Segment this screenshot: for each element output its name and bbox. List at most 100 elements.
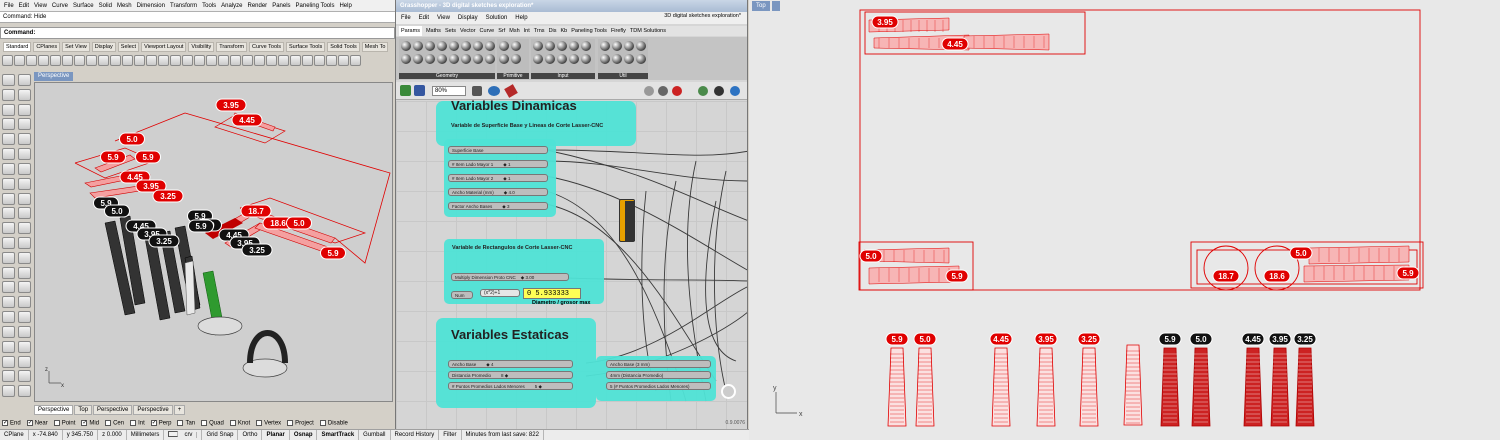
output-param[interactable]: 4mm (Distancia Promedio)	[606, 371, 711, 379]
checkbox[interactable]	[319, 419, 326, 426]
osnap-toggle[interactable]: Osnap	[290, 430, 318, 440]
component-icon[interactable]	[473, 54, 483, 64]
navigation-compass-icon[interactable]	[721, 384, 736, 399]
tool-icon[interactable]	[2, 162, 15, 175]
gh-tab-maths[interactable]: Maths	[425, 28, 441, 34]
display-icon[interactable]	[714, 86, 724, 96]
component-icon[interactable]	[557, 54, 567, 64]
osnap-point[interactable]: Point	[53, 419, 75, 426]
tool-icon[interactable]	[110, 55, 121, 66]
component-icon[interactable]	[413, 41, 423, 51]
group-variables-dinamicas-header[interactable]	[436, 101, 636, 146]
tool-icon[interactable]	[314, 55, 325, 66]
tool-icon[interactable]	[18, 251, 31, 264]
checkbox[interactable]: ✓	[150, 419, 157, 426]
tool-icon[interactable]	[134, 55, 145, 66]
gh-tab-srf[interactable]: Srf	[498, 28, 506, 34]
tool-icon[interactable]	[218, 55, 229, 66]
gh-tab-params[interactable]: Params	[399, 26, 422, 36]
preview-eye-icon[interactable]	[488, 86, 500, 96]
tool-icon[interactable]	[38, 55, 49, 66]
tool-icon[interactable]	[18, 88, 31, 101]
tool-icon[interactable]	[18, 192, 31, 205]
osnap-quad[interactable]: Quad	[201, 419, 224, 426]
viewport-tab-perspective[interactable]: Perspective	[34, 405, 74, 415]
tool-icon[interactable]	[302, 55, 313, 66]
tool-icon[interactable]	[266, 55, 277, 66]
gh-tab-trns[interactable]: Trns	[533, 28, 545, 34]
zoom-extents-icon[interactable]	[472, 86, 482, 96]
menu-file[interactable]: File	[4, 2, 14, 9]
tool-icon[interactable]	[18, 370, 31, 383]
gh-tab-curve[interactable]: Curve	[479, 28, 495, 34]
tool-icon[interactable]	[2, 296, 15, 309]
toolbar-tab-set-view[interactable]: Set View	[62, 42, 90, 52]
gh-menu-view[interactable]: View	[437, 15, 450, 21]
component-icon[interactable]	[545, 54, 555, 64]
menu-mesh[interactable]: Mesh	[116, 2, 132, 9]
component-icon[interactable]	[425, 54, 435, 64]
gh-tab-paneling-tools[interactable]: Paneling Tools	[571, 28, 607, 34]
menu-dimension[interactable]: Dimension	[136, 2, 165, 9]
slider-ancho-material-mm-[interactable]: Ancho Material (mm)◆ 4.0	[448, 188, 548, 196]
slider-ancho-base[interactable]: Ancho Base◆ 4	[448, 360, 573, 368]
toolbar-tab-viewport-layout[interactable]: Viewport Layout	[141, 42, 187, 52]
tool-icon[interactable]	[194, 55, 205, 66]
tool-icon[interactable]	[74, 55, 85, 66]
tool-icon[interactable]	[2, 325, 15, 338]
gh-tab-msh[interactable]: Msh	[509, 28, 520, 34]
checkbox[interactable]	[177, 419, 184, 426]
tool-icon[interactable]	[18, 325, 31, 338]
toolbar-tab-select[interactable]: Select	[117, 42, 140, 52]
tool-icon[interactable]	[18, 296, 31, 309]
checkbox[interactable]: ✓	[2, 419, 9, 426]
menu-panels[interactable]: Panels	[272, 2, 291, 9]
grid-snap-toggle[interactable]: Grid Snap	[202, 430, 239, 440]
viewport-tab-perspective[interactable]: Perspective	[133, 405, 173, 415]
menu-view[interactable]: View	[34, 2, 47, 9]
tool-icon[interactable]	[2, 311, 15, 324]
tool-icon[interactable]	[326, 55, 337, 66]
osnap-int[interactable]: Int	[130, 419, 145, 426]
globe-icon[interactable]	[730, 86, 740, 96]
tool-icon[interactable]	[2, 370, 15, 383]
tool-icon[interactable]	[18, 177, 31, 190]
component-icon[interactable]	[401, 41, 411, 51]
tool-icon[interactable]	[290, 55, 301, 66]
tool-icon[interactable]	[2, 355, 15, 368]
checkbox[interactable]	[53, 419, 60, 426]
tool-icon[interactable]	[2, 192, 15, 205]
component-icon[interactable]	[461, 41, 471, 51]
menu-help[interactable]: Help	[339, 2, 352, 9]
slider-multiply-dimension[interactable]: Multiply Dimension Proto CNC ◆ 3.00	[451, 273, 569, 281]
tool-icon[interactable]	[18, 266, 31, 279]
component-icon[interactable]	[437, 41, 447, 51]
open-icon[interactable]	[400, 85, 411, 96]
tool-icon[interactable]	[14, 55, 25, 66]
toolbar-tab-visibility[interactable]: Visibility	[188, 42, 215, 52]
menu-solid[interactable]: Solid	[98, 2, 112, 9]
tool-icon[interactable]	[18, 162, 31, 175]
tool-icon[interactable]	[98, 55, 109, 66]
tool-icon[interactable]	[2, 266, 15, 279]
osnap-near[interactable]: ✓Near	[26, 419, 48, 426]
tool-icon[interactable]	[2, 74, 15, 86]
component-icon[interactable]	[473, 41, 483, 51]
osnap-cen[interactable]: Cen	[105, 419, 124, 426]
menu-curve[interactable]: Curve	[51, 2, 68, 9]
component-icon[interactable]	[624, 54, 634, 64]
tool-icon[interactable]	[254, 55, 265, 66]
tool-icon[interactable]	[2, 222, 15, 235]
status-layer[interactable]: crv	[164, 430, 203, 440]
tool-icon[interactable]	[18, 311, 31, 324]
tool-icon[interactable]	[2, 55, 13, 66]
gh-tab-kb[interactable]: Kb	[560, 28, 568, 34]
gh-menu-display[interactable]: Display	[457, 15, 478, 21]
component-icon[interactable]	[401, 54, 411, 64]
add-viewport-tab-icon[interactable]: +	[173, 405, 186, 415]
tool-icon[interactable]	[2, 251, 15, 264]
osnap-perp[interactable]: ✓Perp	[150, 419, 171, 426]
component-icon[interactable]	[636, 41, 646, 51]
checkbox[interactable]	[201, 419, 208, 426]
